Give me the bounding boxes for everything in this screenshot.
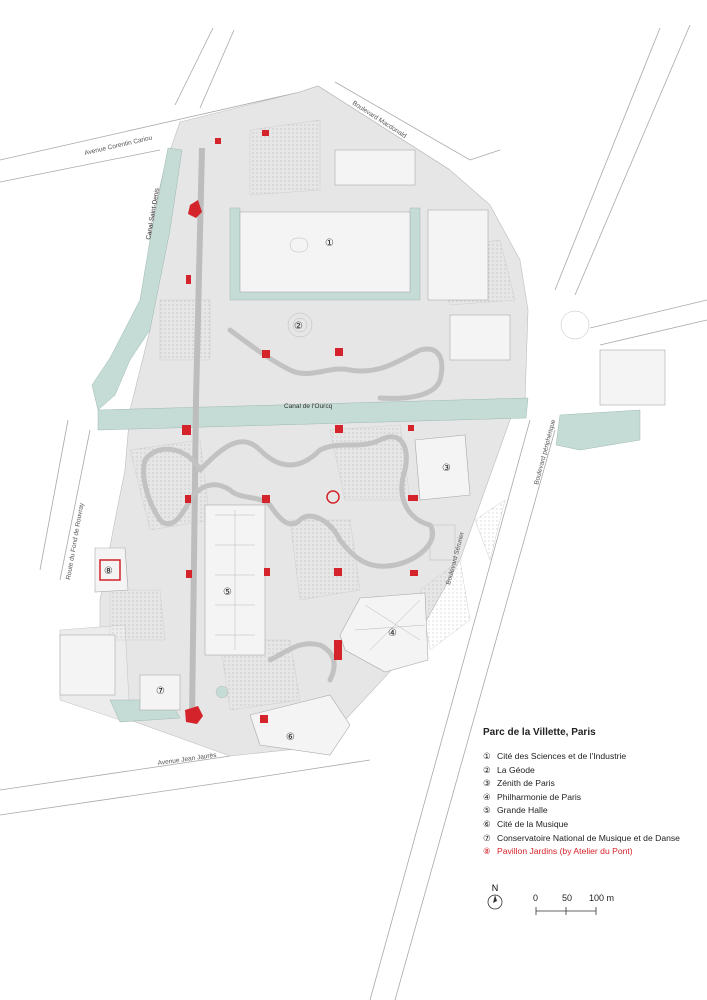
scale-label-0: 0 <box>533 893 539 903</box>
pavillon-jardins-marker <box>99 559 121 581</box>
legend: Parc de la Villette, Paris ① Cité des Sci… <box>483 727 707 859</box>
label-avenue-jean-jaures: Avenue Jean Jaurès <box>157 752 217 767</box>
legend-title: Parc de la Villette, Paris <box>483 727 596 738</box>
folly-ring <box>326 490 340 504</box>
scale-ruler <box>535 907 597 915</box>
label-canal-de-lourcq: Canal de l'Ourcq <box>284 403 333 410</box>
legend-item-number: ① <box>483 752 491 762</box>
legend-item-number: ⑧ <box>483 847 491 858</box>
legend-item-label: Pavillon Jardins (by Atelier du Pont) <box>497 846 633 857</box>
legend-item: ⑤ Grande Halle <box>483 804 707 818</box>
marker-5: ⑤ <box>223 587 232 598</box>
legend-item-label: Philharmonie de Paris <box>497 791 582 802</box>
building-zenith <box>414 434 471 501</box>
legend-item: ① Cité des Sciences et de l'Industrie <box>483 750 707 764</box>
legend-item-number: ⑥ <box>483 819 491 830</box>
legend-item-number: ② <box>483 765 491 776</box>
north-arrow: N <box>486 883 504 913</box>
legend-item-label: Cité des Sciences et de l'Industrie <box>497 751 627 761</box>
marker-3: ③ <box>442 463 451 474</box>
legend-item: ⑧ Pavillon Jardins (by Atelier du Pont) <box>483 845 707 859</box>
legend-list: ① Cité des Sciences et de l'Industrie ② La … <box>483 750 707 859</box>
marker-4: ④ <box>388 628 397 639</box>
scale-label-50: 50 <box>562 893 573 903</box>
north-label: N <box>491 883 499 893</box>
legend-item: ⑦ Conservatoire National de Musique et de… <box>483 832 707 846</box>
legend-item: ③ Zénith de Paris <box>483 777 707 791</box>
marker-2: ② <box>294 321 303 332</box>
legend-item-number: ④ <box>483 792 491 803</box>
legend-item: ④ Philharmonie de Paris <box>483 791 707 805</box>
legend-item-label: Grande Halle <box>497 805 548 816</box>
legend-item-number: ⑤ <box>483 806 491 817</box>
legend-item-label: Zénith de Paris <box>497 778 555 789</box>
garden-paths <box>141 327 445 683</box>
building-pavillon-jardins <box>94 547 129 593</box>
road-network <box>0 24 707 1000</box>
scale-bar: 0 50 100 m <box>533 893 643 917</box>
marker-8: ⑧ <box>104 566 113 577</box>
legend-item-label: La Géode <box>497 764 535 775</box>
scale-label-100: 100 m <box>589 893 615 903</box>
legend-item-label: Conservatoire National de Musique et de … <box>497 832 680 843</box>
marker-6: ⑥ <box>286 732 295 743</box>
legend-item: ② La Géode <box>483 764 707 778</box>
legend-item-label: Cité de la Musique <box>497 818 569 829</box>
legend-item-number: ⑦ <box>483 833 491 844</box>
legend-item: ⑥ Cité de la Musique <box>483 818 707 832</box>
marker-1: ① <box>325 238 334 249</box>
building-philharmonie <box>339 592 429 673</box>
marker-7: ⑦ <box>156 686 165 697</box>
buildings <box>59 149 666 756</box>
compass-icon <box>487 894 503 910</box>
label-boulevard-peripherique: Boulevard périphérique <box>533 418 557 485</box>
building-cite-des-sciences <box>239 211 411 293</box>
north-south-gallery <box>189 147 205 721</box>
legend-item-number: ③ <box>483 779 491 790</box>
follies <box>182 130 418 724</box>
